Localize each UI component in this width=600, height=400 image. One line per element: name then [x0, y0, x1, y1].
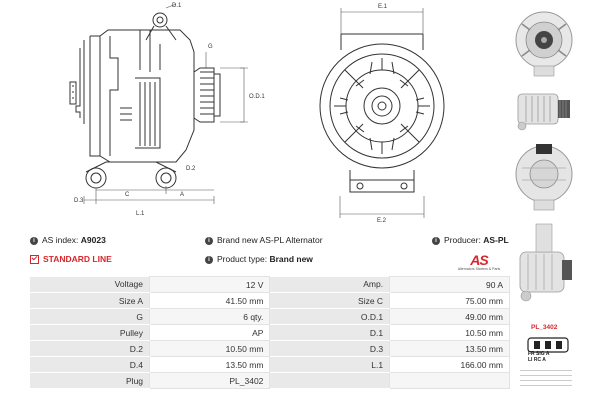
spec-label: D.3: [269, 340, 390, 357]
producer-value: AS-PL: [483, 235, 509, 245]
brand-new-note: i Brand new AS-PL Alternator: [205, 235, 323, 245]
photo-angle[interactable]: [512, 218, 576, 314]
spec-label: Size C: [269, 292, 390, 309]
label-d3: D.3: [74, 198, 84, 204]
spec-value: [389, 372, 510, 389]
product-type-label: Product type:: [217, 254, 268, 264]
photo-rear[interactable]: [512, 138, 576, 212]
spec-value: 49.00 mm: [389, 308, 510, 325]
producer: i Producer: AS-PL: [432, 235, 509, 245]
logo-tagline: Alternators Starters & Parts: [457, 267, 501, 271]
spec-value: 13.50 mm: [149, 356, 271, 373]
spec-label: Voltage: [30, 276, 150, 293]
spec-label: G: [30, 308, 150, 325]
spec-value: 12 V: [149, 276, 271, 293]
as-index: i AS index: A9023: [30, 235, 106, 245]
as-index-label: AS index:: [42, 235, 79, 245]
label-e1: E.1: [378, 4, 388, 10]
as-index-value: A9023: [80, 235, 106, 245]
spec-label: Amp.: [269, 276, 390, 293]
spec-label: [269, 372, 390, 389]
brand-new-label: Brand new AS-PL Alternator: [217, 235, 323, 245]
info-icon: i: [205, 236, 213, 245]
spec-label: O.D.1: [269, 308, 390, 325]
product-type: i Product type: Brand new: [205, 254, 313, 264]
spec-label: L.1: [269, 356, 390, 373]
as-pl-logo: AS Alternators Starters & Parts: [452, 252, 506, 271]
front-view-drawing: [319, 33, 445, 193]
spec-label: Pulley: [30, 324, 150, 341]
label-od1: O.D.1: [249, 94, 265, 100]
label-c: C: [125, 192, 130, 198]
spec-label: Plug: [30, 372, 150, 389]
label-l1: L.1: [136, 211, 145, 217]
spec-value: 75.00 mm: [389, 292, 510, 309]
info-icon: i: [30, 236, 38, 245]
label-g: G: [208, 44, 213, 50]
photo-side[interactable]: [512, 86, 576, 132]
plug-name: PL_3402: [531, 324, 558, 331]
front-view-dimensions: [339, 8, 425, 218]
spec-value: 13.50 mm: [389, 340, 510, 357]
label-d1: D.1: [172, 3, 182, 9]
spec-value: 90 A: [389, 276, 510, 293]
spec-value: AP: [149, 324, 271, 341]
product-type-value: Brand new: [269, 254, 313, 264]
spec-value: 6 qty.: [149, 308, 271, 325]
spec-label: D.1: [269, 324, 390, 341]
info-icon: i: [432, 236, 440, 245]
checkbox-icon: [30, 255, 39, 265]
producer-label: Producer:: [444, 235, 481, 245]
spec-label: Size A: [30, 292, 150, 309]
plug-connector-drawing: [527, 337, 569, 353]
standard-line-badge: STANDARD LINE: [30, 254, 112, 265]
label-a: A: [180, 192, 184, 198]
technical-drawings: D.1 G O.D.1 D.2 D.3 C A L.1 E.1 E.2: [69, 3, 445, 224]
spec-value: PL_3402: [149, 372, 271, 389]
side-view-drawing: [69, 12, 221, 189]
label-d2: D.2: [186, 166, 196, 172]
spec-value: 166.00 mm: [389, 356, 510, 373]
info-icon: i: [205, 255, 213, 264]
logo-mark: AS: [470, 252, 488, 268]
photo-front[interactable]: [512, 4, 576, 80]
plug-pins-bottom: LI RC A: [528, 357, 546, 363]
label-e2: E.2: [377, 218, 387, 224]
spec-value: 10.50 mm: [389, 324, 510, 341]
standard-line-label: STANDARD LINE: [43, 254, 112, 264]
spec-label: D.2: [30, 340, 150, 357]
spec-label: D.4: [30, 356, 150, 373]
plug-pins-top: FR SIG A: [528, 351, 550, 357]
spec-value: 41.50 mm: [149, 292, 271, 309]
side-view-dimensions: [83, 3, 248, 204]
plug-pin-labels: FR SIG A LI RC A: [528, 351, 549, 363]
spec-value: 10.50 mm: [149, 340, 271, 357]
plug-legend-table: [520, 366, 572, 386]
